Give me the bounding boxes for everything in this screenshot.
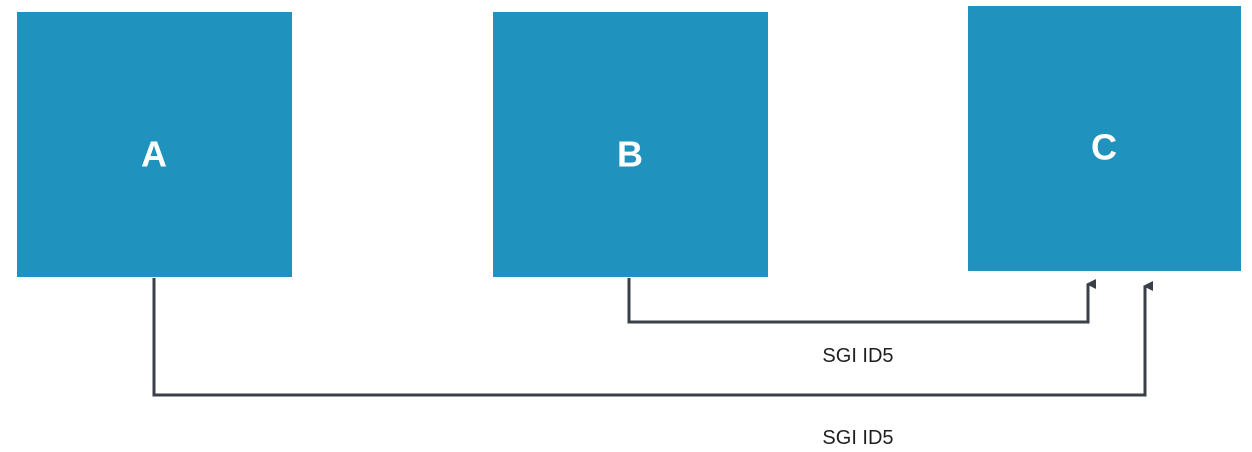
node-a-box[interactable] xyxy=(17,12,292,277)
node-a-label: A xyxy=(141,134,167,175)
node-a[interactable]: A xyxy=(17,12,292,277)
connector-a-to-c-label: SGI ID5 xyxy=(822,427,893,449)
node-c-box[interactable] xyxy=(968,6,1241,271)
node-b-box[interactable] xyxy=(493,12,768,277)
node-c-label: C xyxy=(1091,127,1117,168)
node-b-label: B xyxy=(617,134,643,175)
node-c[interactable]: C xyxy=(968,6,1241,271)
connector-b-to-c-label: SGI ID5 xyxy=(822,345,893,367)
node-b[interactable]: B xyxy=(493,12,768,277)
connector-a-to-c xyxy=(152,278,1153,397)
connector-b-to-c xyxy=(627,278,1096,324)
